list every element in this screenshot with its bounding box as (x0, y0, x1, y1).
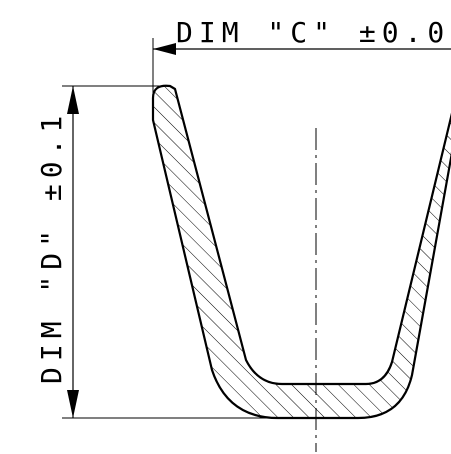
dim-d-arrow-up-icon (67, 86, 79, 114)
dim-c-label: DIM "C" ±0.05 (176, 16, 451, 49)
dim-c-arrow-icon (153, 43, 176, 55)
section-profile (151, 84, 451, 420)
dim-d-label: DIM "D" ±0.1 (35, 110, 68, 384)
dim-d-arrow-down-icon (67, 390, 79, 418)
